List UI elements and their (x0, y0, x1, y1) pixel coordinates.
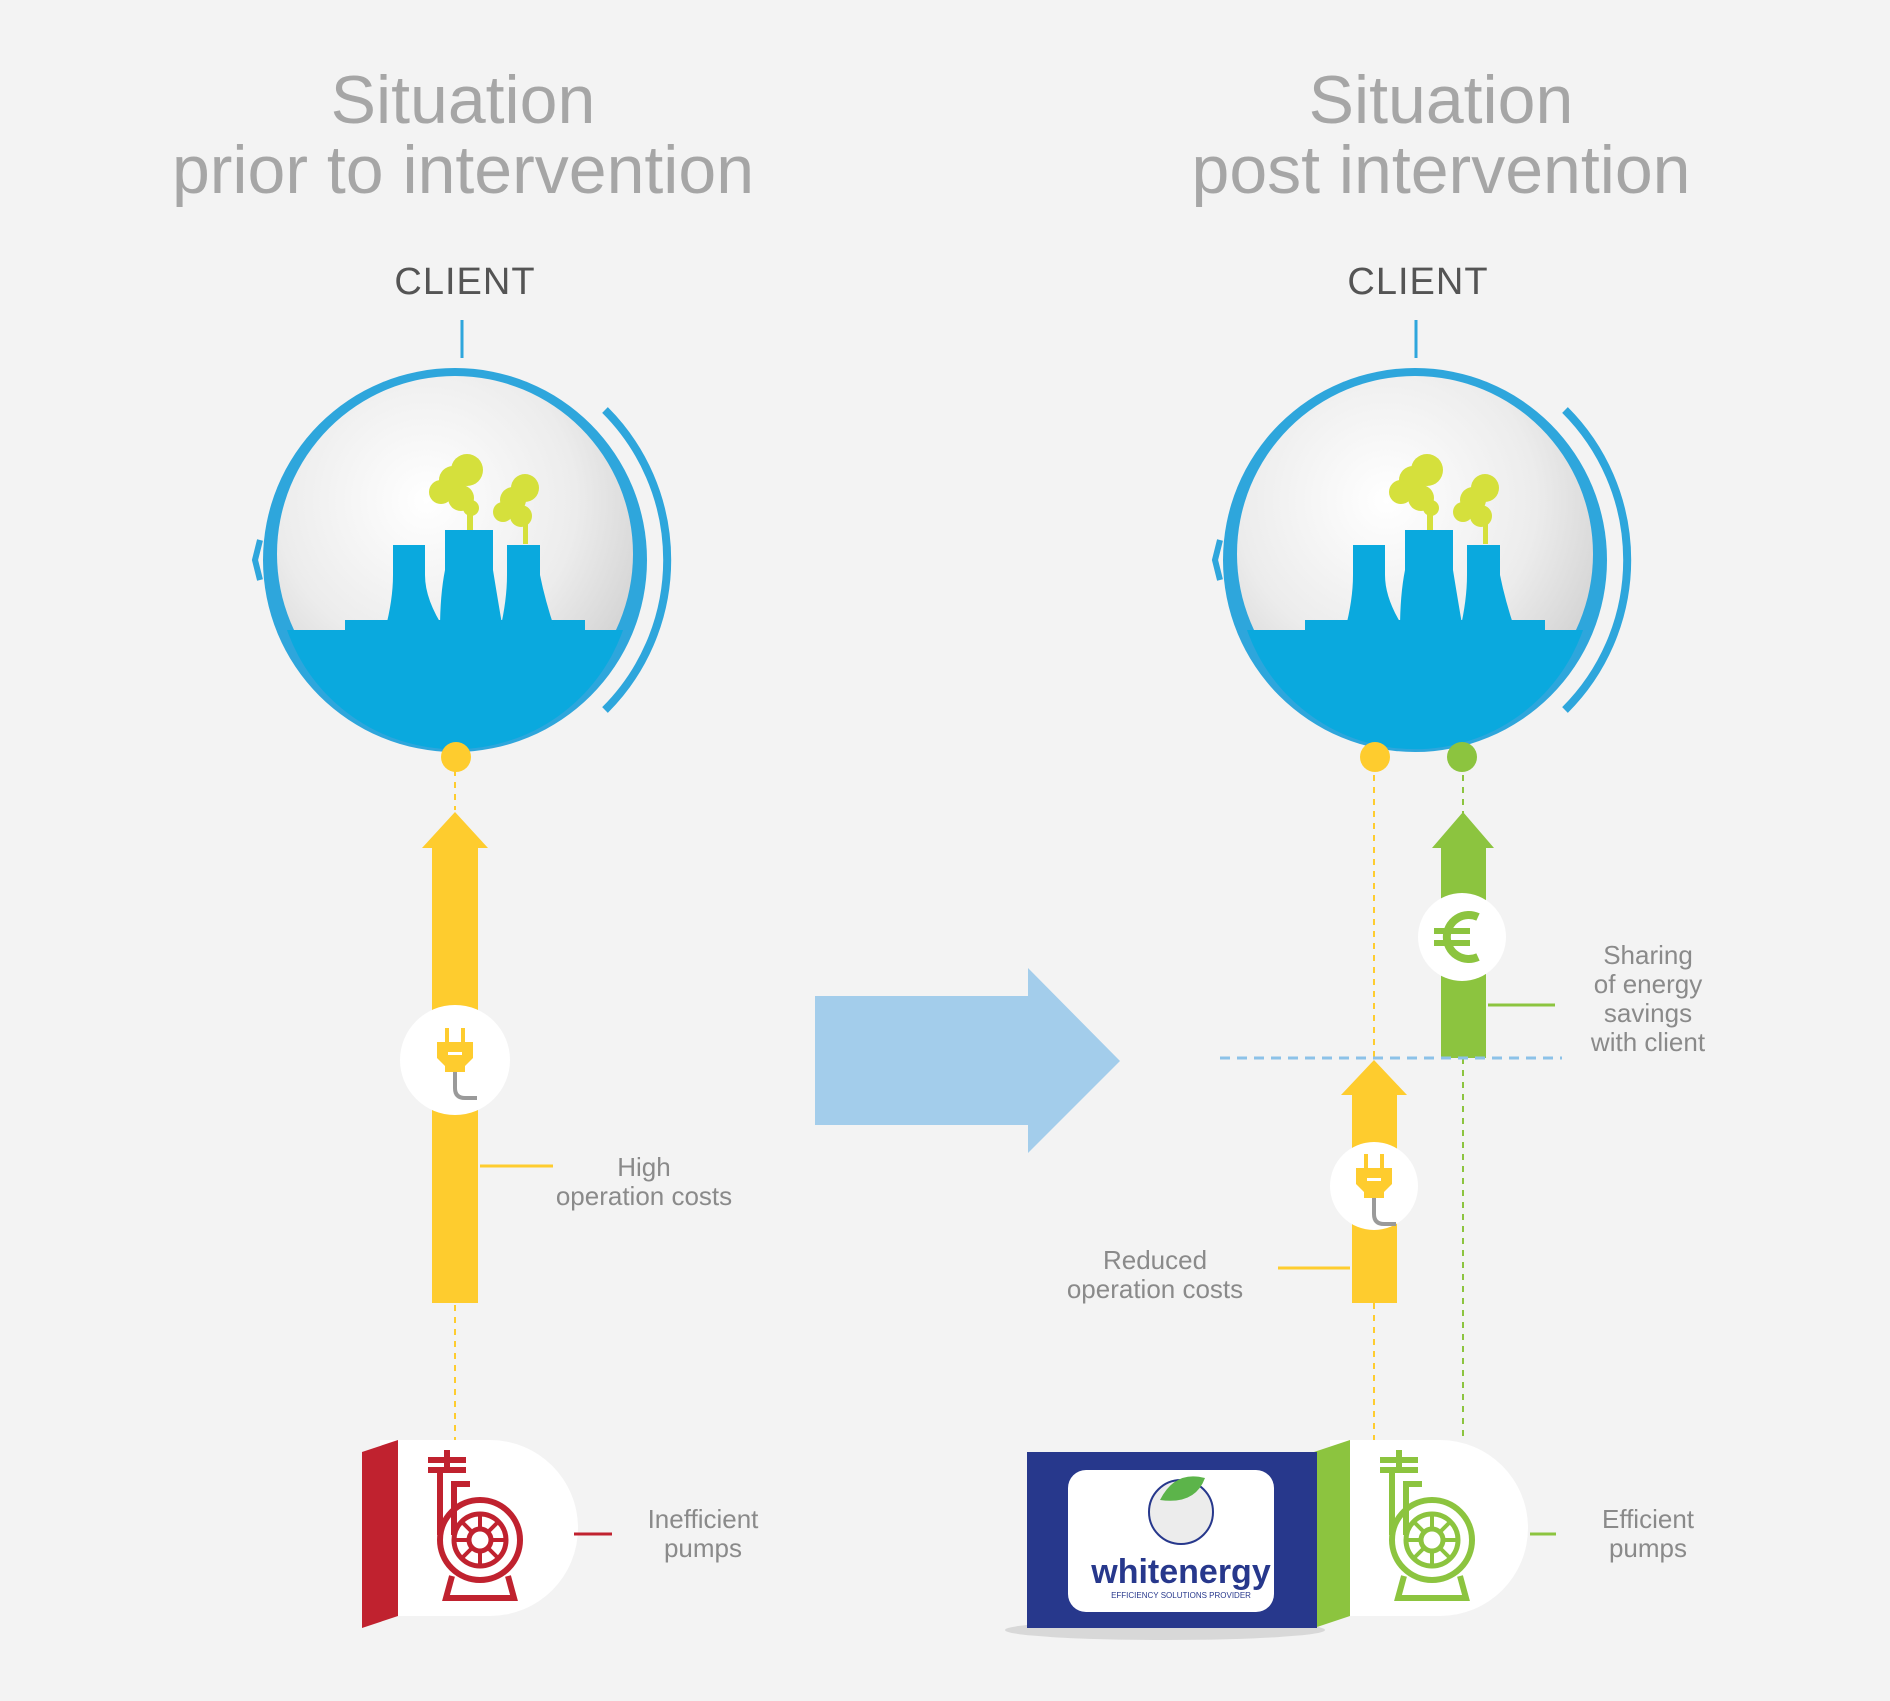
right-cost-label-line2: operation costs (1067, 1274, 1243, 1304)
right-cost-label-line1: Reduced (1103, 1245, 1207, 1275)
factory-icon (1215, 368, 1627, 752)
right-savings-label-line2: of energy (1594, 969, 1702, 999)
arrow-right-icon (815, 968, 1120, 1153)
right-savings-label-line1: Sharing (1603, 940, 1693, 970)
left-cost-connector-dot (441, 742, 471, 772)
right-title-line2: post intervention (1192, 132, 1691, 208)
right-pump-label-line2: pumps (1609, 1533, 1687, 1563)
whitenergy-logo: whitenergy EFFICIENCY SOLUTIONS PROVIDER (1005, 1452, 1325, 1640)
logo-wordmark: whitenergy (1090, 1553, 1271, 1591)
left-pump-label-line2: pumps (664, 1533, 742, 1563)
left-title-line2: prior to intervention (172, 132, 754, 208)
left-title-line1: Situation (331, 62, 596, 138)
factory-icon (255, 368, 667, 752)
logo-tagline: EFFICIENCY SOLUTIONS PROVIDER (1111, 1591, 1251, 1600)
right-savings-label-line3: savings (1604, 998, 1692, 1028)
right-cost-connector-dot (1360, 742, 1390, 772)
right-title-line1: Situation (1309, 62, 1574, 138)
left-client-label: CLIENT (394, 261, 535, 303)
right-pump-label-line1: Efficient (1602, 1504, 1695, 1534)
left-pump-label-line1: Inefficient (648, 1504, 760, 1534)
right-savings-connector-dot (1447, 742, 1477, 772)
left-client-globe (255, 368, 667, 752)
left-cost-label-line2: operation costs (556, 1181, 732, 1211)
left-cost-label-line1: High (617, 1152, 670, 1182)
euro-badge (1418, 893, 1506, 981)
right-savings-label-line4: with client (1590, 1027, 1706, 1057)
right-client-globe (1215, 368, 1627, 752)
right-client-label: CLIENT (1347, 261, 1488, 303)
